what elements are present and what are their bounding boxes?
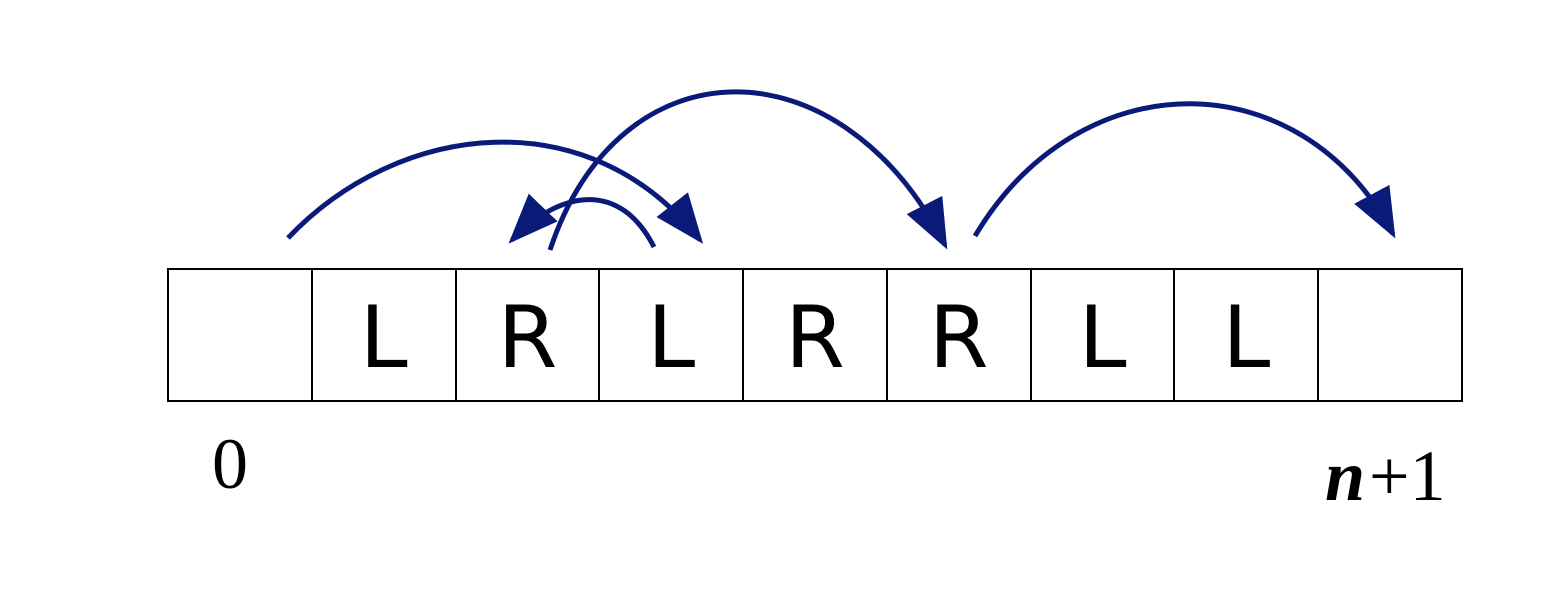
cell-1: L <box>313 270 457 400</box>
cell-strip: L R L R R L L <box>167 268 1463 402</box>
end-index-label: n+1 <box>1325 440 1446 512</box>
cell-3: L <box>600 270 745 400</box>
jump-arrow-5-to-8 <box>972 101 1396 239</box>
end-index-offset: +1 <box>1369 436 1446 516</box>
cell-2: R <box>457 270 601 400</box>
cell-4: R <box>744 270 888 400</box>
start-index-label: 0 <box>212 424 248 504</box>
jump-arrow-2-to-5 <box>547 89 948 251</box>
jump-arrow-3-to-2 <box>508 193 657 249</box>
cell-7: L <box>1175 270 1320 400</box>
end-index-variable: n <box>1325 436 1366 516</box>
cell-0 <box>169 270 313 400</box>
cell-5: R <box>888 270 1032 400</box>
jump-arrow-0-to-3 <box>286 139 704 244</box>
cell-8 <box>1319 270 1461 400</box>
cell-6: L <box>1032 270 1176 400</box>
